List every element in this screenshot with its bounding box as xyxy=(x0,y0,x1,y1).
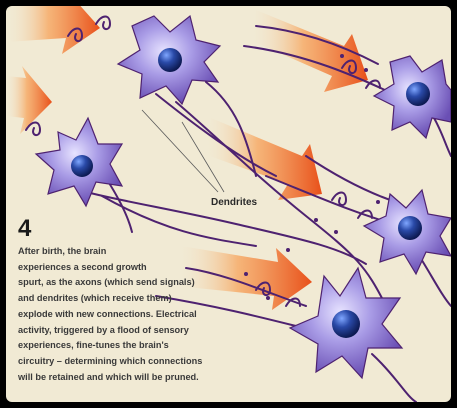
caption-line: experiences, fine-tunes the brain's xyxy=(18,338,202,354)
caption-text: After birth, the brain experiences a sec… xyxy=(18,244,202,385)
caption-line: spurt, as the axons (which send signals) xyxy=(18,275,202,291)
caption-line: experiences a second growth xyxy=(18,260,202,276)
arrow-top-left xyxy=(6,6,100,54)
caption-line: activity, triggered by a flood of sensor… xyxy=(18,323,202,339)
neuron-top-center xyxy=(118,16,220,104)
dendrites-label: Dendrites xyxy=(211,197,257,208)
caption-line: and dendrites (which receive them) xyxy=(18,291,202,307)
diagram-panel: Dendrites 4 After birth, the brain exper… xyxy=(6,6,451,402)
caption-line: will be retained and which will be prune… xyxy=(18,370,202,386)
arrow-left-middle xyxy=(6,66,52,134)
neuron-left xyxy=(36,118,122,206)
caption-line: explode with new connections. Electrical xyxy=(18,307,202,323)
neuron-top-right xyxy=(374,56,451,138)
caption-line: circuitry – determining which connection… xyxy=(18,354,202,370)
caption-line: After birth, the brain xyxy=(18,244,202,260)
step-number: 4 xyxy=(18,217,31,241)
